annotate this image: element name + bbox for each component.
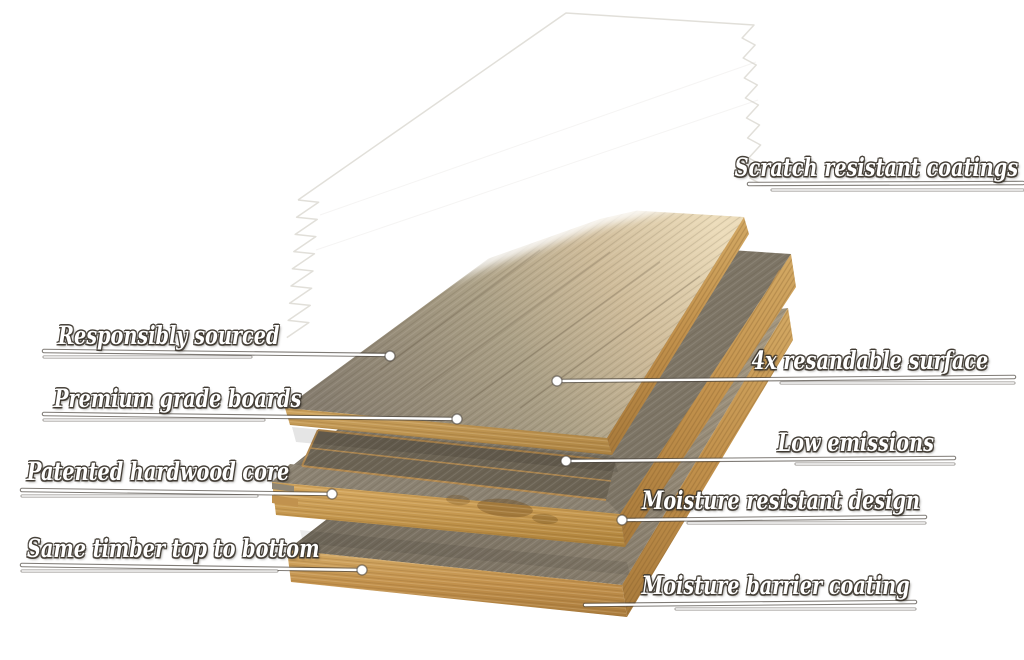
line-4x-resandable-surface: [554, 374, 1017, 385]
sheet-stack-soft-fade: [310, 178, 764, 334]
callout-same-timber-top-to-bottom: Same timber top to bottom: [27, 534, 320, 563]
top-board-shadow: [292, 427, 618, 472]
core-board-tongue-top: [272, 483, 294, 492]
anchor-dot-responsibly-sourced: [384, 350, 396, 362]
anchor-dot-4x-resandable-surface: [551, 375, 563, 387]
callout-low-emissions: Low emissions: [777, 428, 934, 457]
line-responsibly-sourced: [41, 348, 393, 359]
callout-moisture-barrier-coating: Moisture barrier coating: [642, 571, 910, 600]
callout-lines: [19, 180, 1024, 611]
core-board-front-grain: [272, 482, 625, 547]
callout-patented-hardwood-core: Patented hardwood core: [27, 457, 290, 486]
line-same-timber-top-to-bottom: [19, 562, 365, 573]
line-patented-hardwood-core: [19, 487, 335, 498]
line-scratch-resistant-coatings: [746, 180, 1024, 192]
sheet-stack-outline: [297, 12, 764, 201]
line-moisture-barrier-coating: [582, 599, 918, 611]
callout-premium-grade-boards: Premium grade boards: [54, 384, 302, 413]
anchor-dot-low-emissions: [560, 455, 572, 467]
anchor-dot-same-timber-top-to-bottom: [356, 564, 368, 576]
anchor-dots: [326, 350, 628, 576]
anchor-dot-patented-hardwood-core: [326, 488, 338, 500]
sheet-stack-left-teeth: [286, 199, 320, 339]
anchor-dot-premium-grade-boards: [451, 413, 463, 425]
callout-scratch-resistant-coatings: Scratch resistant coatings: [734, 153, 1018, 182]
line-low-emissions: [563, 455, 957, 466]
callout-moisture-resistant-design: Moisture resistant design: [642, 486, 920, 515]
coating-sheets-stack: [286, 12, 764, 339]
core-board-tongue-bottom: [272, 495, 298, 507]
sheet-stack-body: [286, 13, 763, 338]
bottom-board-end-grain: [622, 308, 793, 617]
core-board-end-grain: [620, 254, 796, 547]
anchor-dot-moisture-resistant-design: [616, 514, 628, 526]
line-premium-grade-boards: [41, 411, 460, 422]
top-board-end-grain: [607, 217, 749, 455]
callout-4x-resandable-surface: 4x resandable surface: [751, 346, 988, 375]
top-board-streaks: [379, 249, 701, 409]
bottom-board-front-grain: [287, 550, 627, 617]
line-moisture-resistant-design: [619, 514, 928, 525]
sheet-inner-edges: [315, 61, 759, 251]
callout-responsibly-sourced: Responsibly sourced: [58, 321, 280, 350]
core-board-shadow: [300, 530, 630, 575]
